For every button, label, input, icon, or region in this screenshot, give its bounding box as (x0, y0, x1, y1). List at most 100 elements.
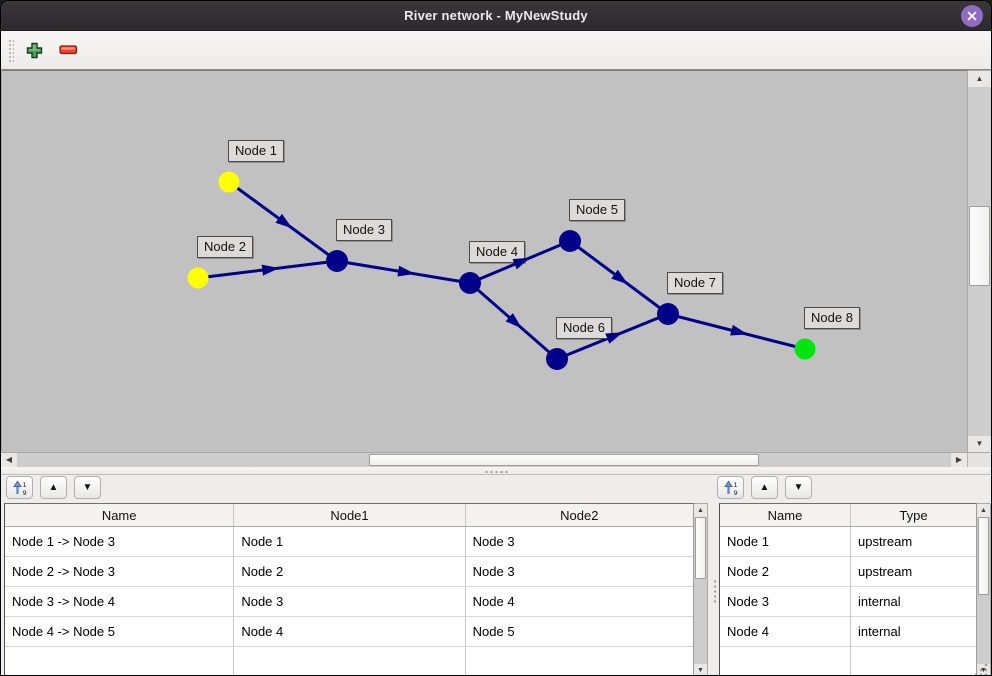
up-triangle-icon: ▲ (48, 481, 59, 493)
splitter-grip-icon (483, 468, 509, 473)
diagram-node[interactable] (657, 303, 679, 325)
table-cell: upstream (850, 527, 976, 557)
node-label[interactable]: Node 8 (804, 307, 860, 329)
diagram-node[interactable] (546, 348, 568, 370)
svg-text:9: 9 (733, 489, 737, 496)
scroll-up-button[interactable]: ▲ (977, 504, 990, 517)
scroll-left-button[interactable]: ◀ (1, 453, 17, 467)
branches-sort-button[interactable]: 1 9 (6, 476, 33, 499)
vertical-scroll-thumb[interactable] (978, 517, 989, 595)
table-cell: Node 4 -> Node 5 (5, 617, 235, 647)
table-cell: Node 3 (234, 587, 466, 617)
horizontal-scroll-thumb[interactable] (369, 454, 759, 466)
diagram-node[interactable] (459, 272, 481, 294)
column-header[interactable]: Name (5, 504, 235, 526)
down-triangle-icon: ▼ (793, 481, 804, 493)
diagram-node[interactable] (794, 338, 816, 360)
diagram-node[interactable] (218, 171, 240, 193)
node-label[interactable]: Node 2 (197, 236, 253, 258)
canvas-row: Node 1 Node 2 Node 3 Node 4 Node 5 Node 6 Node… (1, 70, 991, 452)
table-cell: internal (850, 587, 976, 617)
table-cell (466, 647, 693, 675)
node-label[interactable]: Node 3 (336, 219, 392, 241)
title-bar: River network - MyNewStudy (1, 1, 991, 31)
node-label[interactable]: Node 5 (569, 199, 625, 221)
scroll-down-button[interactable]: ▼ (968, 436, 991, 452)
sort-ascending-icon: 1 9 (12, 479, 26, 496)
main-toolbar (1, 31, 991, 70)
nodes-layer (187, 171, 816, 370)
up-arrow-icon: ▲ (975, 74, 984, 83)
window-resize-grip[interactable] (975, 664, 988, 675)
nodes-move-up-button[interactable]: ▲ (751, 476, 778, 499)
scroll-up-button[interactable]: ▲ (694, 504, 707, 517)
table-row-empty (5, 647, 693, 675)
sort-ascending-icon: 1 9 (723, 479, 737, 496)
table-row-empty (720, 647, 976, 675)
column-header[interactable]: Node2 (560, 507, 599, 523)
splitter-grip-icon (711, 577, 716, 604)
labels-layer: Node 1 Node 2 Node 3 Node 4 Node 5 Node 6 Node… (2, 71, 967, 452)
diagram-node[interactable] (559, 230, 581, 252)
node-label[interactable]: Node 4 (469, 241, 525, 263)
branches-move-down-button[interactable]: ▼ (74, 476, 101, 499)
column-header[interactable]: Node1 (234, 504, 466, 526)
svg-text:1: 1 (733, 480, 737, 488)
table-cell: Node 1 (234, 527, 466, 557)
table-cell: Node 2 (720, 557, 851, 587)
svg-text:9: 9 (22, 489, 26, 496)
diagram-node[interactable] (326, 250, 348, 272)
flow-direction-arrow-icon (397, 265, 416, 277)
scroll-down-button[interactable]: ▼ (694, 664, 707, 675)
down-triangle-icon: ▼ (82, 481, 93, 493)
table-cell: Node 3 (720, 587, 851, 617)
hscroll-row: ◀ ▶ (1, 452, 991, 467)
tables-splitter[interactable] (708, 503, 719, 675)
table-cell: internal (850, 617, 976, 647)
close-button[interactable] (961, 5, 983, 27)
remove-node-button[interactable] (55, 36, 81, 64)
branches-move-up-button[interactable]: ▲ (40, 476, 67, 499)
node-label[interactable]: Node 6 (556, 317, 612, 339)
river-network-canvas[interactable]: Node 1 Node 2 Node 3 Node 4 Node 5 Node 6 Node… (1, 70, 967, 452)
svg-text:1: 1 (22, 480, 26, 488)
vertical-scroll-thumb[interactable] (695, 517, 706, 579)
table-cell: Node 4 (465, 587, 693, 617)
column-header[interactable]: Type (899, 507, 928, 523)
add-node-button[interactable] (21, 36, 47, 64)
table-cell: Node 4 (234, 617, 466, 647)
nodes-table-scrollbar[interactable]: ▲ ▼ (977, 503, 991, 675)
node-label[interactable]: Node 1 (228, 140, 284, 162)
flow-direction-arrow-icon (512, 257, 531, 270)
minus-icon (58, 45, 77, 55)
up-triangle-icon: ▲ (759, 481, 770, 493)
scroll-up-button[interactable]: ▲ (968, 71, 991, 87)
scroll-right-button[interactable]: ▶ (951, 453, 967, 467)
canvas-horizontal-scrollbar[interactable]: ◀ ▶ (1, 452, 967, 467)
node-label[interactable]: Node 7 (667, 272, 723, 294)
down-arrow-icon: ▼ (697, 666, 704, 674)
column-header[interactable]: Name (720, 504, 851, 526)
diagram-node[interactable] (187, 267, 209, 289)
nodes-move-down-button[interactable]: ▼ (785, 476, 812, 499)
table-cell (5, 647, 235, 675)
pane-splitter[interactable] (1, 467, 991, 475)
toolbar-grip[interactable] (7, 38, 14, 62)
vertical-scroll-thumb[interactable] (969, 206, 990, 286)
flow-direction-arrow-icon (261, 264, 280, 276)
nodes-sort-button[interactable]: 1 9 (717, 476, 744, 499)
canvas-vertical-scrollbar[interactable]: ▲ ▼ (967, 70, 991, 452)
table-cell: Node 3 (465, 527, 693, 557)
branches-table-scrollbar[interactable]: ▲ ▼ (694, 503, 708, 675)
